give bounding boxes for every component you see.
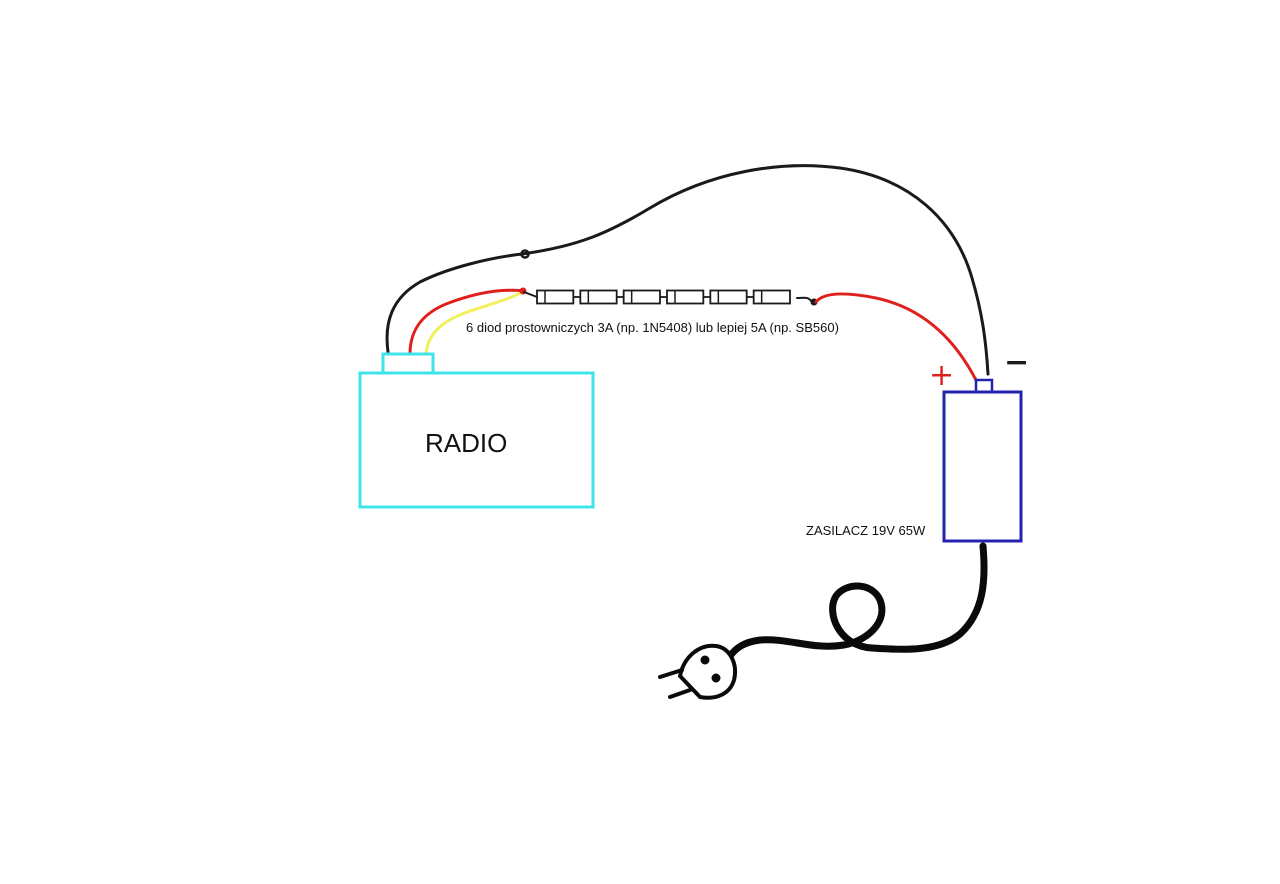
psu-terminal [974, 378, 994, 394]
diode-chain [536, 289, 791, 305]
radio-box [358, 371, 595, 509]
plug-body-icon [678, 643, 737, 700]
radio-connector [381, 352, 435, 375]
psu-minus-mark: − [1004, 345, 1029, 380]
diode-chain-lead-left [523, 291, 538, 298]
diode [622, 289, 661, 305]
diode [709, 289, 748, 305]
ground-wire [385, 164, 990, 376]
diode-chain-lead-right [796, 296, 813, 303]
plug-hole-icon [711, 673, 721, 683]
plug-pin-icon [668, 688, 692, 699]
yellow-wire [424, 290, 524, 356]
radio-label: RADIO [425, 428, 507, 458]
psu-plus-mark: + [929, 358, 954, 393]
diode [752, 289, 791, 305]
diode [666, 289, 705, 305]
psu-label: ZASILACZ 19V 65W [806, 523, 926, 538]
diode-chain-label: 6 diod prostowniczych 3A (np. 1N5408) lu… [466, 320, 839, 335]
plug-hole-icon [700, 655, 710, 665]
positive-wire-radio-side [408, 288, 526, 356]
psu-box [942, 390, 1023, 543]
mains-cable [726, 542, 988, 660]
ground-wire-knot [520, 249, 530, 259]
plug-pin-icon [658, 668, 684, 679]
diode [579, 289, 618, 305]
positive-wire-psu-side [814, 292, 978, 382]
diode [536, 289, 575, 305]
